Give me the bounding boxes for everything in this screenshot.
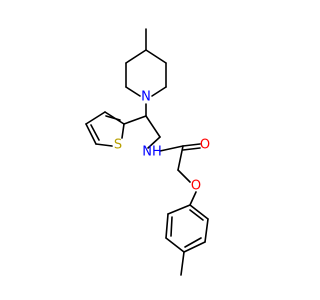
bond-ch2-o xyxy=(177,169,191,183)
bond-c4-c5-thio-double xyxy=(90,124,100,141)
structure-canvas: N S NH O O xyxy=(85,28,210,276)
bond-ch2-nh xyxy=(147,136,161,149)
atom-labels: N S NH O O xyxy=(114,90,210,194)
piperidine-ring xyxy=(125,28,167,97)
amide-nitrogen-label: NH xyxy=(142,145,162,160)
bond-co-o-double xyxy=(182,147,201,151)
bond-c2-n xyxy=(151,86,167,97)
amide-linker xyxy=(159,143,201,206)
bond-c5-c4 xyxy=(125,49,147,64)
bond-c2-c3-thio-double xyxy=(105,115,121,121)
bond-c4-c5-thio xyxy=(85,123,97,145)
carbonyl-oxygen-label: O xyxy=(200,138,210,153)
bond-ar6 xyxy=(167,204,191,215)
bond-ch-thiophene xyxy=(123,115,147,125)
bond-co-o xyxy=(182,143,201,147)
bond-c3-c4-thio xyxy=(85,111,106,125)
bond-nh-co xyxy=(159,145,184,152)
bond-ar1 xyxy=(189,204,209,220)
bond-ar2 xyxy=(204,218,209,243)
bond-co-ch2 xyxy=(177,145,184,171)
bond-ar5 xyxy=(165,213,169,239)
bond-ar3 xyxy=(183,241,206,253)
bond-c5-s xyxy=(95,143,113,147)
bond-ar1-inner xyxy=(189,209,204,221)
bond-ar4 xyxy=(165,237,185,253)
ether-oxygen-label: O xyxy=(191,179,201,194)
bond-ar3-inner xyxy=(184,237,202,248)
bond-s-c2 xyxy=(121,123,125,139)
thiophene-ring xyxy=(85,111,125,147)
tolyl-ring xyxy=(165,204,209,276)
piperidine-nitrogen-label: N xyxy=(141,90,151,105)
bond-ch-ch2 xyxy=(145,115,161,138)
bond-n-c6 xyxy=(125,86,141,97)
ethyl-linker xyxy=(123,103,161,149)
thiophene-sulfur-label: S xyxy=(114,138,122,153)
bond-c4-c3 xyxy=(145,49,167,64)
bond-ar-methyl xyxy=(180,251,185,276)
bond-ar5-inner xyxy=(170,216,173,237)
bond-o-aryl xyxy=(189,191,197,206)
molecule-structure: N S NH O O xyxy=(85,28,210,276)
